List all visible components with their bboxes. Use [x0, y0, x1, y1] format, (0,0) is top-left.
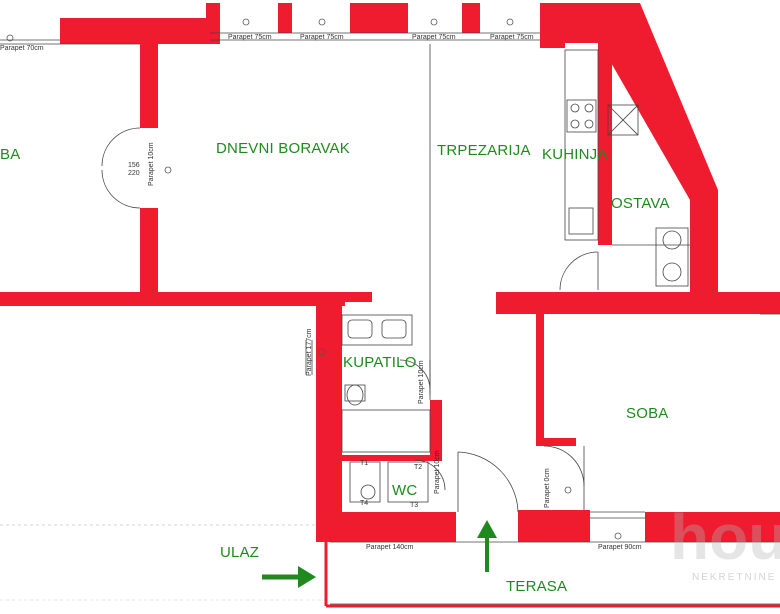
- burner: [584, 103, 594, 113]
- dim-wc-t4: T4: [360, 500, 369, 507]
- room-label-dnevni-boravak: DNEVNI BORAVAK: [216, 140, 350, 157]
- wall-top-2: [206, 3, 220, 44]
- arrow-ulaz-head: [298, 566, 316, 588]
- wall-top-4: [350, 3, 408, 33]
- marker: [614, 532, 622, 540]
- dim-door-220: 220: [128, 170, 140, 177]
- room-label-terasa: TERASA: [506, 578, 568, 595]
- bathtub: [341, 409, 431, 453]
- door-arc: [543, 445, 585, 487]
- wall-ostava-right: [690, 200, 718, 295]
- door-arc: [414, 459, 446, 491]
- vent-x: [607, 104, 639, 136]
- sink-left: [347, 319, 373, 339]
- dim-parapet-75-a: Parapet 75cm: [228, 34, 272, 41]
- window-markers: [6, 18, 622, 540]
- dim-parapet-140: Parapet 140cm: [366, 544, 414, 551]
- door-arc: [101, 127, 141, 167]
- room-label-soba: SOBA: [626, 405, 669, 422]
- dim-wc-t1: T1: [360, 460, 369, 467]
- wall-bath-left: [316, 292, 342, 542]
- room-label-ostava: OSTAVA: [611, 195, 670, 212]
- arrows: [262, 520, 497, 588]
- dim-wc-t3: T3: [410, 502, 419, 509]
- door-arc: [559, 251, 599, 291]
- dim-parapet-177: Parapet 177cm: [306, 328, 313, 376]
- room-label-wc: WC: [392, 482, 418, 499]
- wall-wc-top: [342, 455, 442, 461]
- boiler-box: [655, 227, 689, 287]
- marker: [318, 18, 326, 26]
- wall-bottom-2: [645, 512, 780, 542]
- wall-left-partition-top: [140, 40, 158, 128]
- dim-parapet-70: Parapet 70cm: [0, 45, 44, 52]
- boiler: [662, 262, 682, 282]
- dim-parapet-kup: Parapet 10cm: [418, 360, 425, 404]
- room-label-soba-left: BA: [0, 146, 21, 163]
- door-arc: [101, 169, 141, 209]
- wall-bath-right: [430, 400, 442, 460]
- burner: [584, 119, 594, 129]
- wall-top-3: [278, 3, 292, 33]
- wall-top-5: [462, 3, 480, 33]
- wall-middle-left: [0, 292, 345, 306]
- dim-parapet-soba: Parapet 0cm: [544, 468, 551, 508]
- wall-bottom-1: [518, 510, 590, 542]
- vent-box: [607, 104, 639, 136]
- wall-bath-top: [342, 292, 372, 302]
- wall-soba-top: [496, 292, 780, 314]
- boiler: [662, 230, 682, 250]
- door-arc: [399, 359, 431, 391]
- wall-bath-bottom: [316, 512, 456, 542]
- burner: [570, 103, 580, 113]
- marker: [506, 18, 514, 26]
- kitchen-sink: [568, 207, 594, 235]
- stove: [566, 99, 597, 133]
- wall-left-partition-bottom: [140, 208, 158, 306]
- marker: [564, 486, 572, 494]
- wc-toilet: [360, 484, 376, 500]
- wall-soba-left: [536, 314, 544, 444]
- toilet-bowl: [346, 384, 364, 406]
- marker: [318, 348, 326, 356]
- marker: [430, 18, 438, 26]
- interior-lines: [0, 32, 780, 605]
- dim-parapet-90: Parapet 90cm: [598, 544, 642, 551]
- wall-soba-bottom-stub: [536, 438, 576, 446]
- wc-cabinet: [349, 461, 381, 503]
- watermark-logo: hou: [670, 501, 780, 573]
- wc-box: [387, 461, 429, 503]
- room-label-trpezarija: TRPEZARIJA: [437, 142, 531, 159]
- dim-parapet-10: Parapet 10cm: [148, 142, 155, 186]
- arrow-terasa-head: [477, 520, 497, 538]
- terrace-border: [324, 542, 780, 608]
- sink-right: [381, 319, 407, 339]
- kitchen-counter: [564, 49, 599, 241]
- wall-top-7: [540, 28, 565, 48]
- wall-diagonal: [598, 3, 718, 225]
- dim-parapet-wc: Parapet 10cm: [434, 450, 441, 494]
- wall-top-1: [60, 18, 210, 44]
- walls: [0, 3, 780, 542]
- dim-wc-t2: T2: [414, 464, 423, 471]
- toilet-tank: [344, 384, 366, 402]
- marker: [164, 166, 172, 174]
- entrance-door-arc: [457, 451, 519, 513]
- room-label-kuhinja: KUHINJA: [542, 146, 608, 163]
- dim-parapet-75-b: Parapet 75cm: [300, 34, 344, 41]
- watermark-subtext: NEKRETNINE: [692, 572, 777, 583]
- room-label-kupatilo: KUPATILO: [343, 354, 417, 371]
- room-label-ulaz: ULAZ: [220, 544, 260, 561]
- marker: [6, 34, 14, 42]
- dim-parapet-75-c: Parapet 75cm: [412, 34, 456, 41]
- bath-vanity: [341, 314, 413, 346]
- marker: [242, 18, 250, 26]
- dim-door-156: 156: [128, 162, 140, 169]
- wall-kitchen-right: [598, 40, 612, 245]
- burner: [570, 119, 580, 129]
- dim-parapet-75-d: Parapet 75cm: [490, 34, 534, 41]
